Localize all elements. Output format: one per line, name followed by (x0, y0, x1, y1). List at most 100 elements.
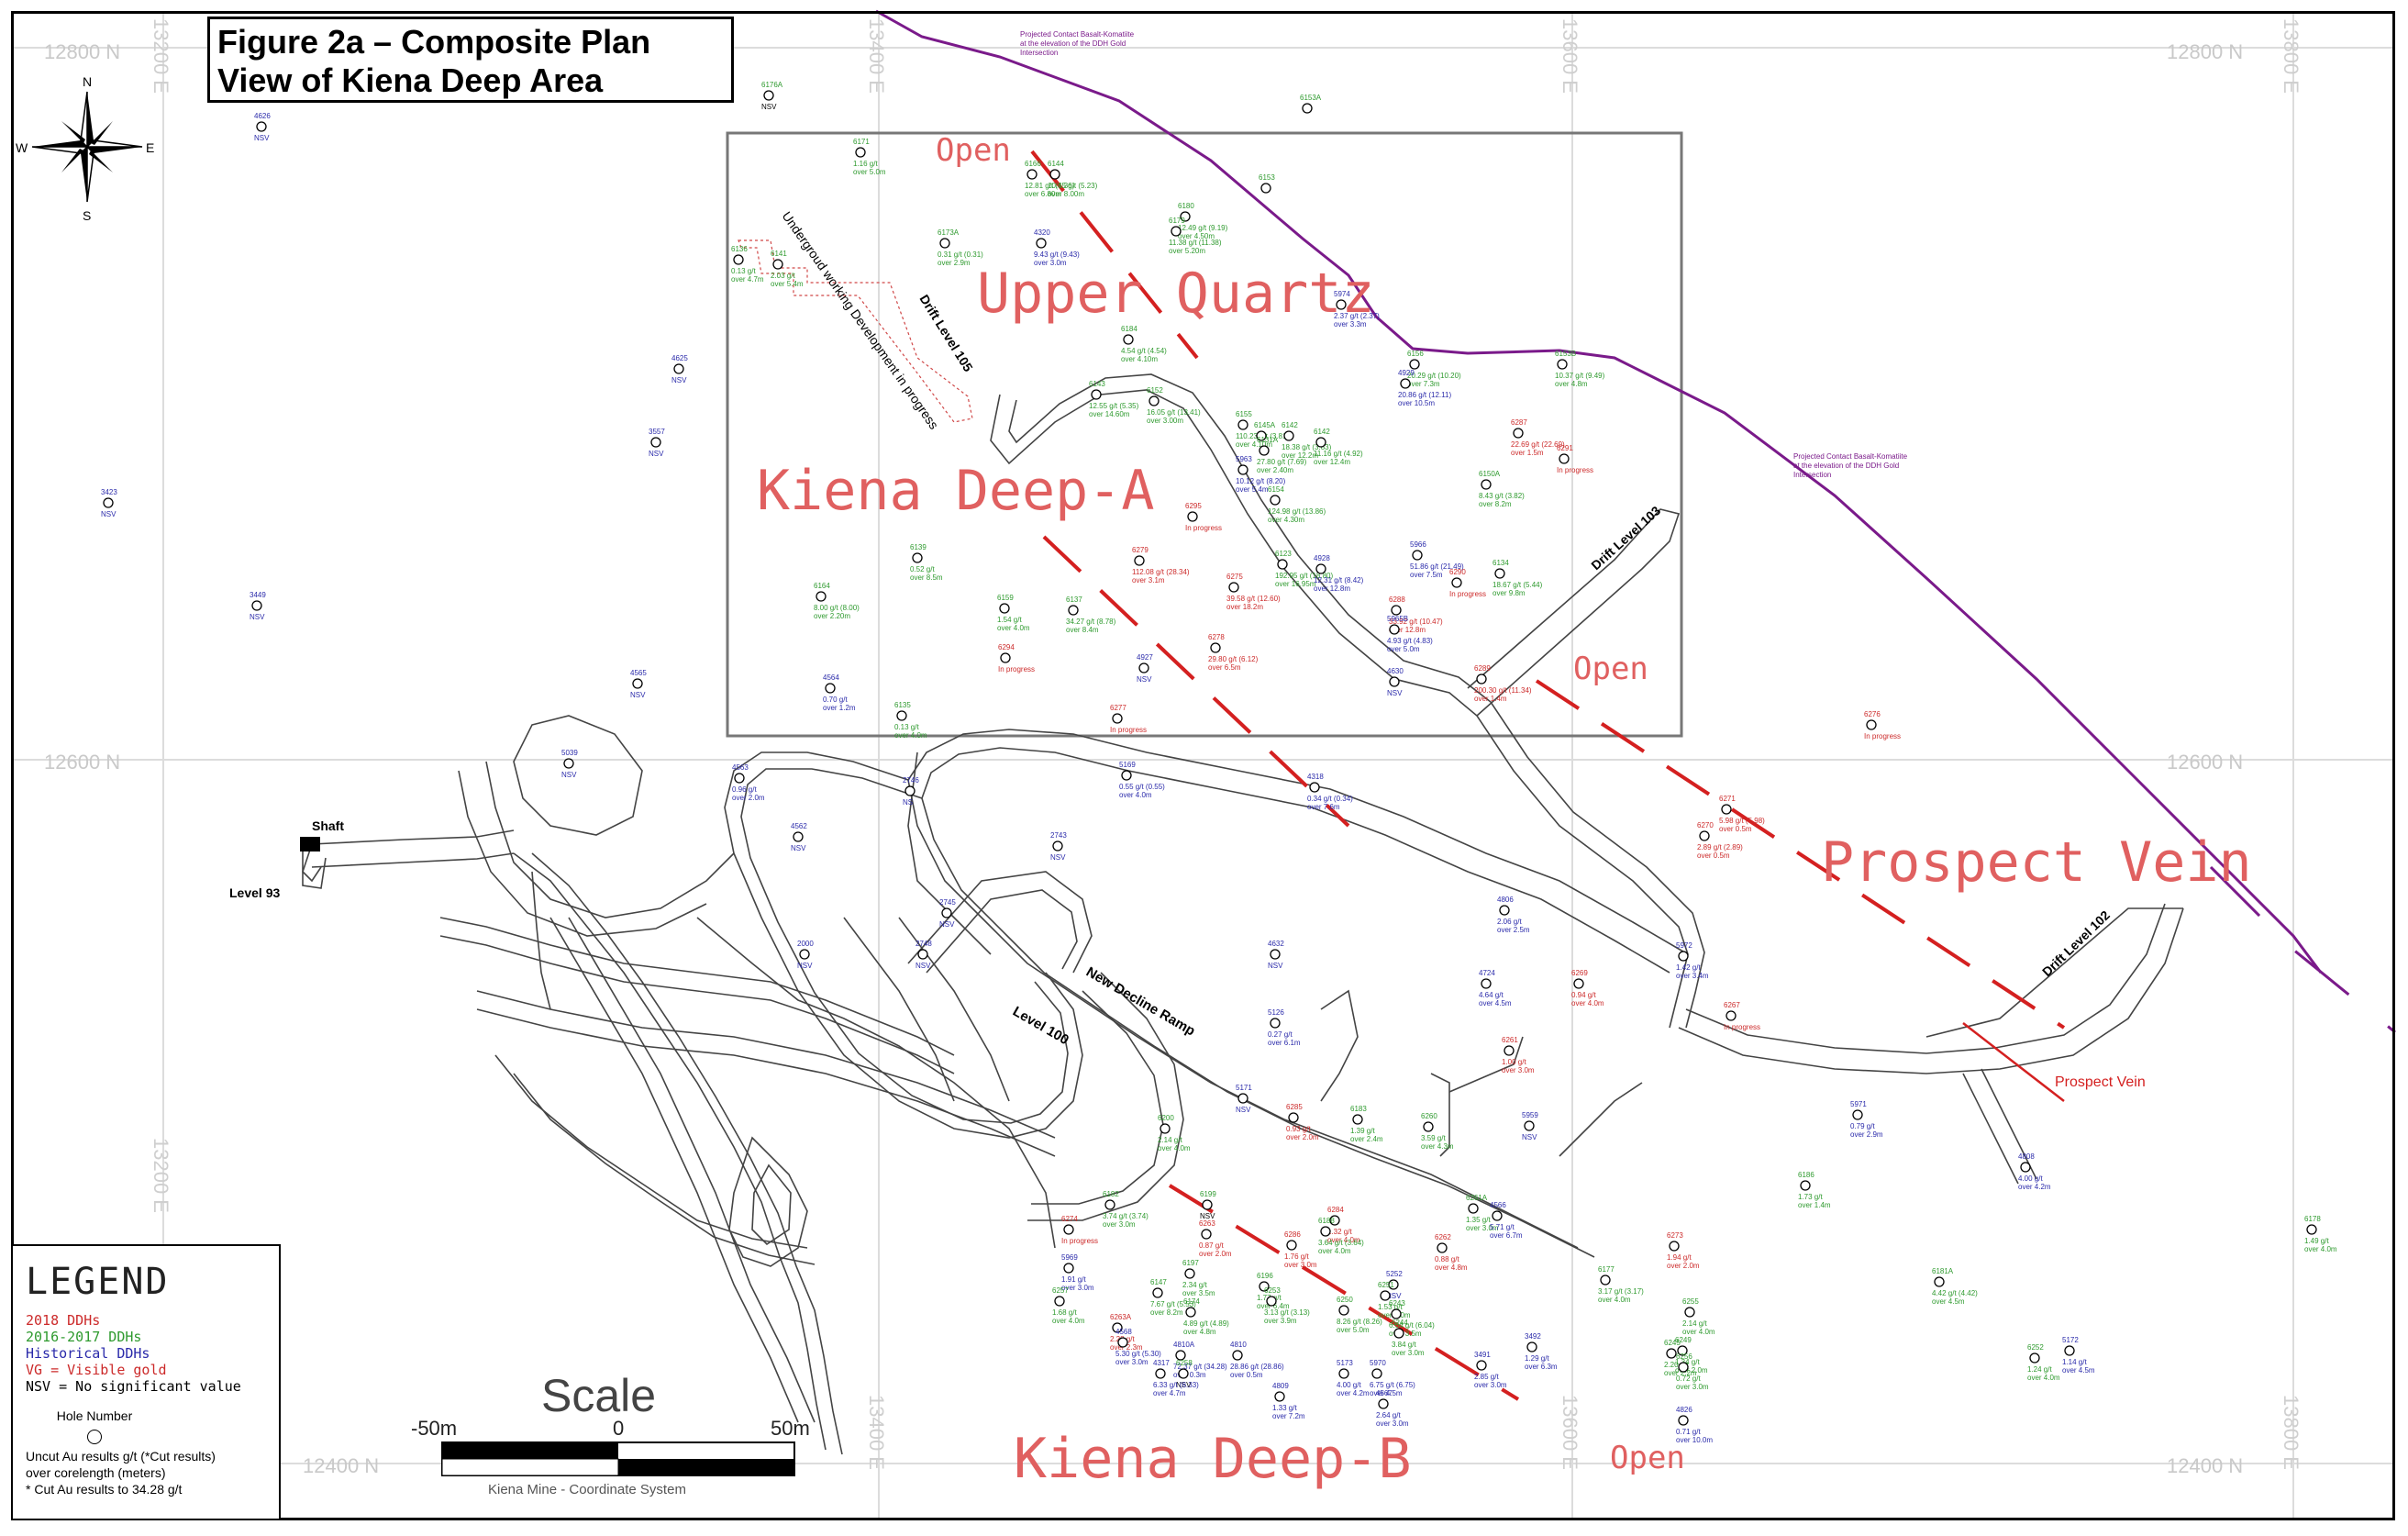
svg-text:W: W (16, 140, 28, 155)
drill-hole-result: In progress (1061, 1237, 1098, 1245)
drill-hole-circle (793, 831, 804, 842)
drill-hole-result: 1.42 g/t (1676, 963, 1701, 972)
drill-hole-length: over 3.4m (1676, 972, 1709, 980)
drill-hole-result: 1.33 g/t (1272, 1404, 1297, 1412)
drill-hole-circle (251, 600, 262, 611)
drill-hole-circle (1138, 662, 1149, 673)
drill-hole-id: 6262 (1435, 1233, 1451, 1241)
drill-hole-result: 1.68 g/t (1052, 1308, 1077, 1317)
drill-hole-length: over 3.9m (1264, 1317, 1297, 1325)
drill-hole-id: 6267 (1724, 1001, 1740, 1009)
drill-hole-result: 4.89 g/t (4.89) (1183, 1319, 1229, 1328)
drill-hole-id: 6279 (1132, 546, 1149, 554)
drill-hole-result: 51.86 g/t (21.49) (1410, 562, 1464, 571)
drill-hole-id: 6184 (1121, 325, 1137, 333)
drill-hole-result: 10.37 g/t (9.49) (1555, 372, 1605, 380)
drill-hole-circle (1481, 479, 1492, 490)
legend-nsv: NSV = No significant value (26, 1378, 241, 1395)
svg-text:Scale: Scale (541, 1370, 656, 1421)
drill-hole-length: over 16.95m (1275, 580, 1316, 588)
drill-hole-circle (1286, 1240, 1297, 1251)
drill-hole-length: over 7.6m (1307, 803, 1340, 811)
drill-hole-result: 11.16 g/t (4.92) (1314, 450, 1363, 458)
drill-hole-result: NSV (797, 962, 813, 970)
drill-hole-result: 6.75 g/t (6.75) (1370, 1381, 1415, 1389)
drill-hole-length: over 12.4m (1314, 458, 1350, 466)
svg-text:0: 0 (613, 1417, 624, 1440)
drill-hole-result: 29.80 g/t (6.12) (1208, 655, 1259, 663)
drill-hole-id: 6243 (1389, 1299, 1405, 1308)
drill-hole-result: 5.71 g/t (1490, 1223, 1515, 1231)
contact-line (875, 9, 2323, 974)
drill-hole-circle (1232, 1350, 1243, 1361)
drill-hole-result: 2.20 g/t (1664, 1361, 1689, 1369)
drill-hole-circle (1468, 1203, 1479, 1214)
drill-hole-circle (1678, 1362, 1689, 1373)
drill-hole-result: NSV (915, 962, 931, 970)
drill-hole-id: 5169 (1119, 761, 1136, 769)
drill-hole-result: 10.12 g/t (8.20) (1236, 477, 1286, 485)
drill-hole-id: 6263 (1199, 1219, 1215, 1228)
drill-hole-length: over 3.0m (1392, 1349, 1425, 1357)
drill-hole-circle (1684, 1307, 1695, 1318)
drill-hole-circle (2064, 1345, 2075, 1356)
drill-hole-result: 12.55 g/t (5.35) (1089, 402, 1139, 410)
drill-hole-circle (2306, 1224, 2317, 1235)
drill-hole-result: 2.85 g/t (1474, 1373, 1499, 1381)
drill-hole-result: 6.04 g/t (6.04) (1389, 1321, 1435, 1330)
legend-2018: 2018 DDHs (26, 1312, 101, 1329)
drill-hole-circle (1171, 226, 1182, 237)
drill-hole-id: 2746 (903, 776, 919, 785)
drill-hole-length: over 12.8m (1389, 626, 1426, 634)
drill-hole-circle (1049, 169, 1060, 180)
drill-hole-length: over 2.5m (1497, 926, 1530, 934)
drill-hole-circle (1669, 1241, 1680, 1252)
drill-hole-circle (1726, 1010, 1737, 1021)
drill-hole-result: 20.29 g/t (10.20) (1407, 372, 1461, 380)
zone-open-top: Open (936, 132, 1011, 169)
drill-hole-result: 2.34 g/t (1182, 1281, 1207, 1289)
drill-hole-circle (1117, 1337, 1128, 1348)
drill-hole-id: 4320 (1034, 228, 1050, 237)
drill-hole-id: 4566 (1490, 1201, 1506, 1209)
drill-hole-result: NSV (1387, 689, 1403, 697)
drill-hole-result: In progress (1724, 1023, 1760, 1031)
drill-hole-circle (1202, 1199, 1213, 1210)
drill-hole-length: over 3.0m (1061, 1284, 1094, 1292)
drill-hole-result: NSV (671, 376, 687, 384)
drill-hole-length: over 5.4m (1236, 485, 1269, 494)
drill-hole-length: over 8.00m (1048, 190, 1084, 198)
drill-hole-result: NSV (761, 103, 777, 111)
drill-hole-result: 27.80 g/t (7.69) (1257, 458, 1307, 466)
drill-hole-result: 3.64 g/t (3.64) (1318, 1239, 1364, 1247)
zone-prospect-vein: Prospect Vein (1821, 830, 2252, 895)
drill-hole-result: 28.86 g/t (28.86) (1230, 1363, 1284, 1371)
drill-hole-circle (939, 238, 950, 249)
prospect-vein-leader (1962, 1022, 2065, 1102)
drill-hole-circle (1259, 445, 1270, 456)
drill-hole-circle (941, 907, 952, 918)
svg-text:N: N (83, 74, 92, 89)
drill-hole-result: 0.79 g/t (1850, 1122, 1875, 1130)
drill-hole-circle (896, 710, 907, 721)
drill-hole-result: NSV (1200, 1212, 1215, 1220)
drill-hole-id: 6278 (1208, 633, 1225, 641)
drill-hole-circle (1228, 582, 1239, 593)
drill-hole-length: over 5.0m (853, 168, 886, 176)
